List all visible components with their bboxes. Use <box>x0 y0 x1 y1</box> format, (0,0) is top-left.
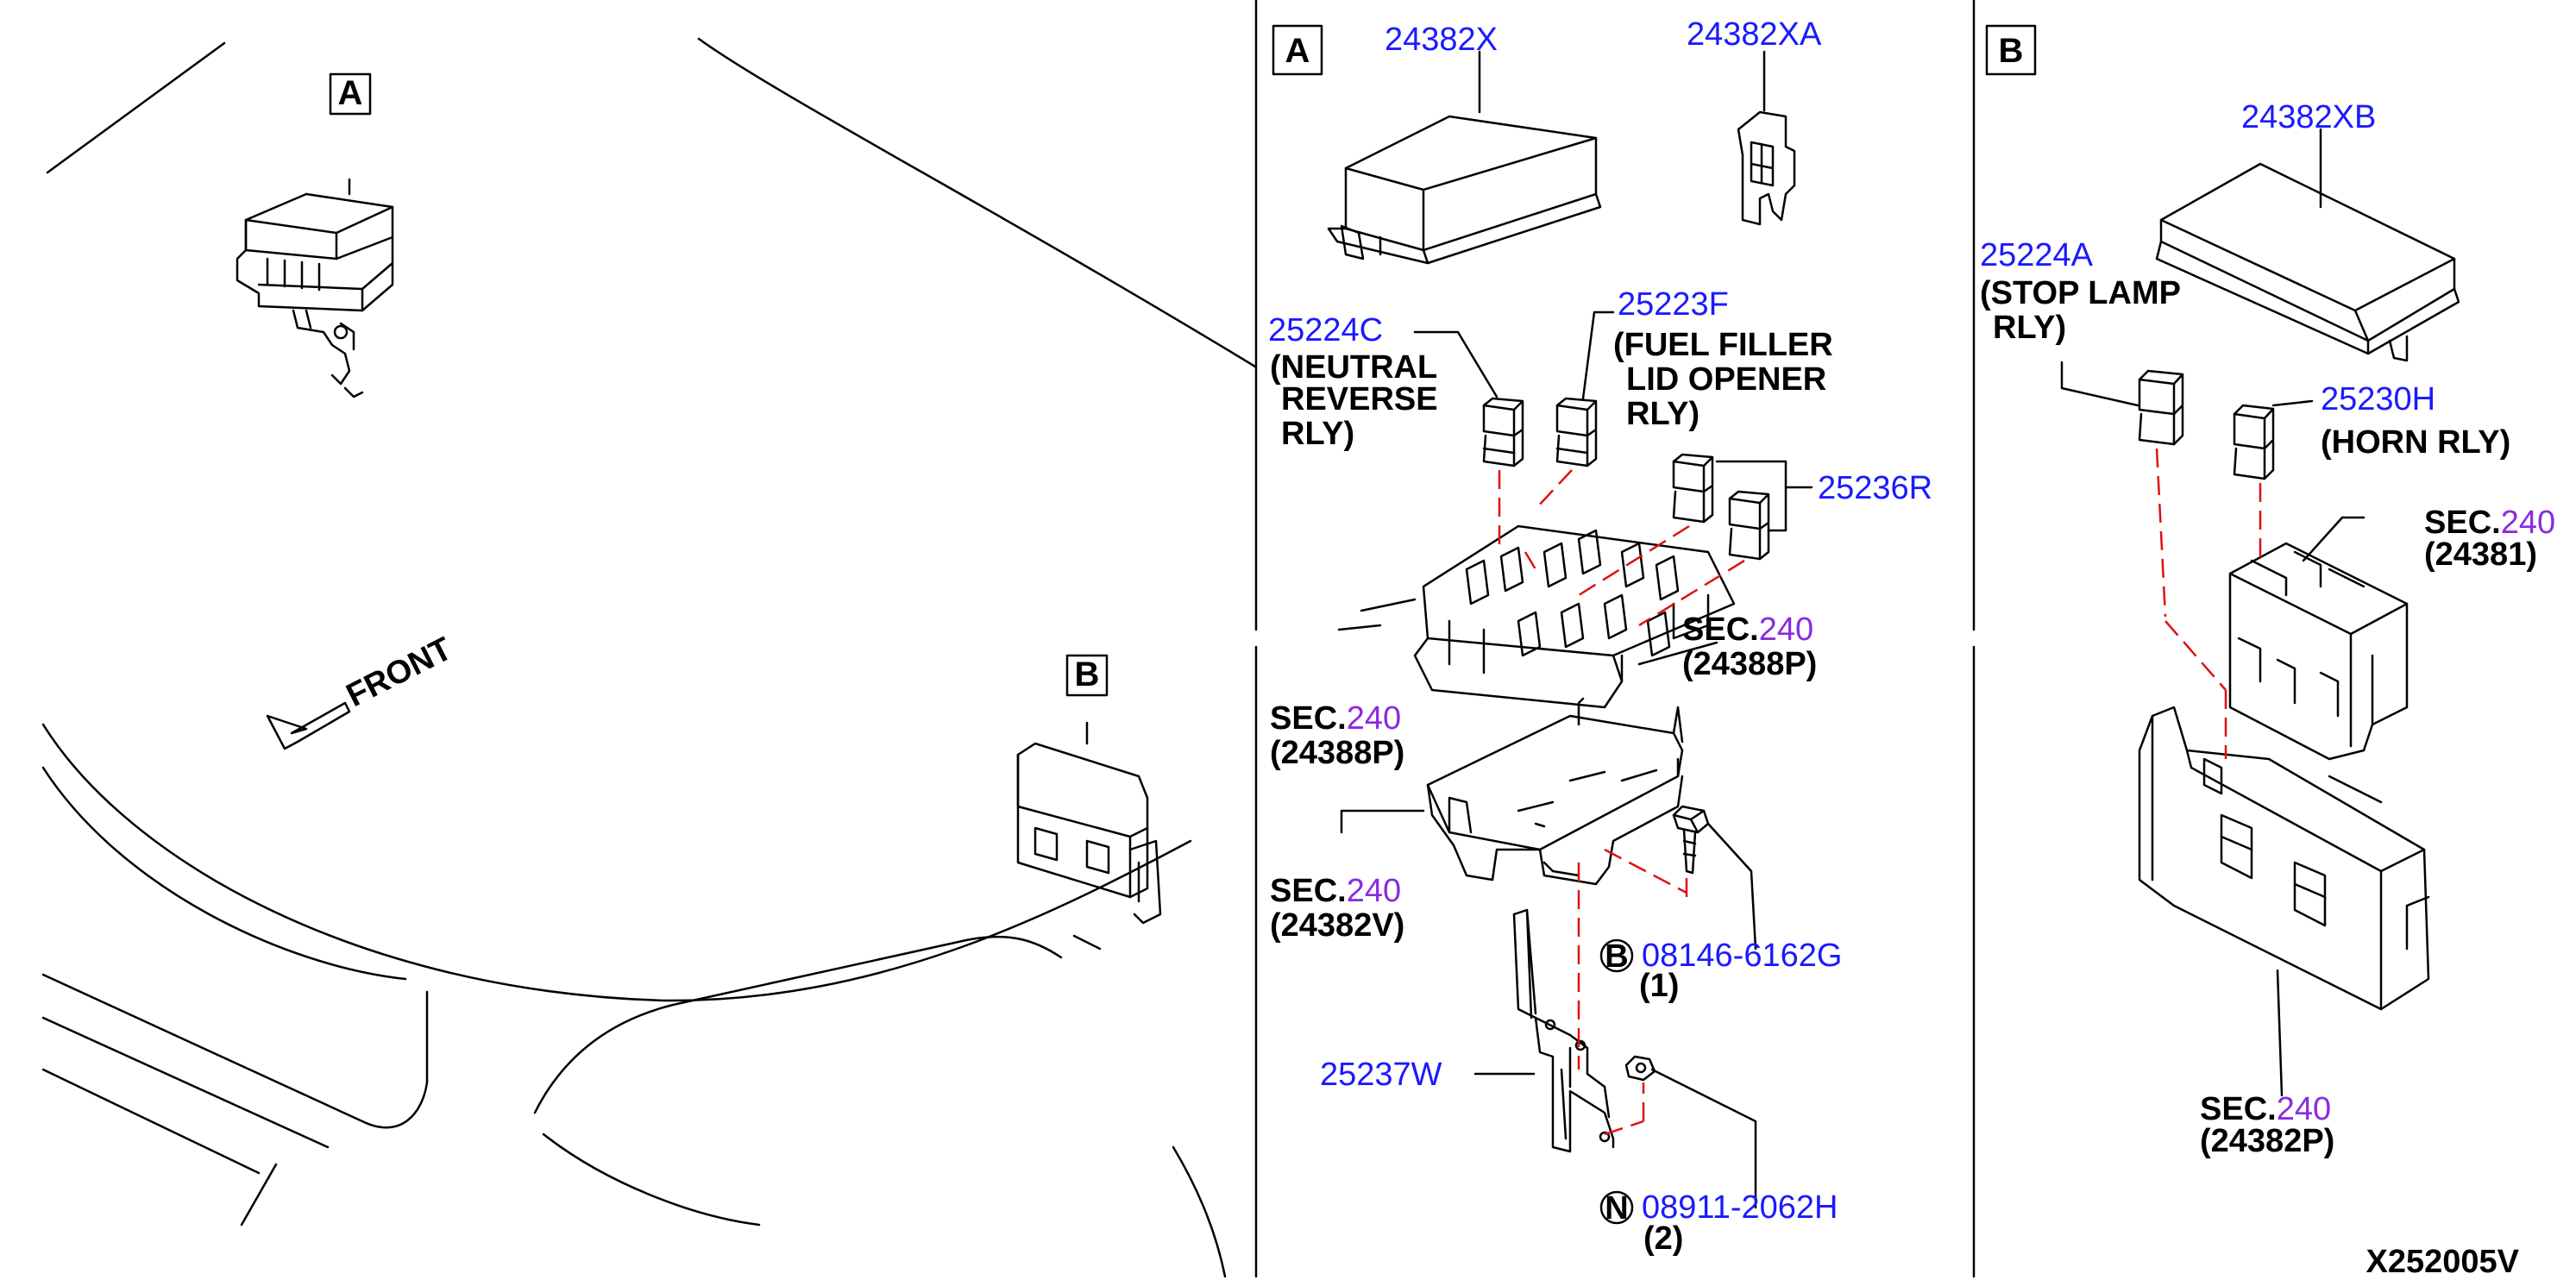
relay-25236R-upper <box>1672 453 1714 524</box>
fuse-box-24382P <box>2138 706 2430 1011</box>
sec-b-lower-prefix: SEC.240 <box>2200 1091 2331 1127</box>
callout-a-box <box>329 72 372 116</box>
part-25223F-desc-1: (FUEL FILLER <box>1613 327 1833 363</box>
relay-25230H <box>2233 404 2275 480</box>
nut-08911-2062H <box>1624 1055 1656 1082</box>
nut-qty: (2) <box>1643 1220 1683 1257</box>
relay-25224A <box>2138 369 2184 446</box>
fuse-box-cover-24382X <box>1327 115 1602 265</box>
fuse-block-24388P <box>1413 524 1736 709</box>
sec-left-code: (24388P) <box>1270 735 1404 771</box>
relay-block-24381 <box>2228 542 2409 761</box>
part-25224A-desc-2: RLY) <box>1993 310 2066 346</box>
front-label: FRONT <box>341 631 458 714</box>
part-25224C-desc-3: RLY) <box>1281 416 1354 452</box>
part-25224A: 25224A <box>1980 237 2094 273</box>
overview-fuse-box-b <box>1016 742 1162 925</box>
clip-24382XA <box>1737 110 1796 226</box>
sec-lower-prefix: SEC.240 <box>1270 873 1401 909</box>
frame-b-label: B <box>1999 32 2024 70</box>
sec-left-prefix: SEC.240 <box>1270 700 1401 737</box>
part-25223F-desc-3: RLY) <box>1626 396 1700 432</box>
nut-marker-circle <box>1599 1190 1634 1225</box>
callout-b-box <box>1065 654 1109 697</box>
sec-b-upper-code: (24381) <box>2424 536 2537 573</box>
frame-a-label: A <box>1285 32 1310 70</box>
part-25224C-desc-2: REVERSE <box>1281 381 1438 417</box>
tray-24382V <box>1426 697 1684 886</box>
part-25224A-desc-1: (STOP LAMP <box>1980 275 2181 311</box>
part-25224C-desc-1: (NEUTRAL <box>1270 349 1437 386</box>
front-arrow-icon <box>266 701 351 750</box>
fuse-box-cover-24382XB <box>2155 162 2460 362</box>
sec-right-code: (24388P) <box>1682 646 1817 682</box>
relay-25236R-lower <box>1728 490 1770 561</box>
bolt-marker-circle <box>1599 938 1634 973</box>
frame-a-box <box>1272 24 1323 76</box>
part-24382X: 24382X <box>1385 22 1498 58</box>
bolt-marker-label: B <box>1605 938 1628 975</box>
sec-b-upper-prefix: SEC.240 <box>2424 505 2555 541</box>
sec-lower-code: (24382V) <box>1270 907 1404 944</box>
part-24382XA: 24382XA <box>1687 16 1822 53</box>
nut-part-number: 08911-2062H <box>1642 1189 1838 1226</box>
part-25230H-desc: (HORN RLY) <box>2321 424 2510 461</box>
relay-25223F <box>1555 397 1598 467</box>
nut-marker-label: N <box>1605 1190 1628 1227</box>
callout-b-label: B <box>1075 656 1100 693</box>
part-24382XB: 24382XB <box>2241 99 2376 135</box>
sec-b-lower-code: (24382P) <box>2200 1123 2334 1159</box>
part-25224C: 25224C <box>1268 312 1383 348</box>
overview-fuse-box-a <box>236 192 394 398</box>
assembly-leaders <box>1498 448 2262 1136</box>
part-25237W: 25237W <box>1320 1057 1442 1093</box>
bracket-25237W <box>1512 908 1615 1153</box>
part-25236R: 25236R <box>1818 470 1932 506</box>
vehicle-outline <box>41 37 1257 1278</box>
diagram-id: X252005V <box>2366 1244 2520 1280</box>
part-25223F: 25223F <box>1618 286 1729 323</box>
frame-b-box <box>1985 24 2037 76</box>
part-25223F-desc-2: LID OPENER <box>1626 361 1826 398</box>
bolt-08146-6162G <box>1672 805 1710 875</box>
callout-a-label: A <box>338 74 363 112</box>
relay-25224C <box>1482 397 1524 467</box>
bolt-part-number: 08146-6162G <box>1642 938 1842 974</box>
bolt-qty: (1) <box>1639 968 1679 1004</box>
part-25230H: 25230H <box>2321 381 2435 417</box>
sec-right-prefix: SEC.240 <box>1682 612 1813 648</box>
